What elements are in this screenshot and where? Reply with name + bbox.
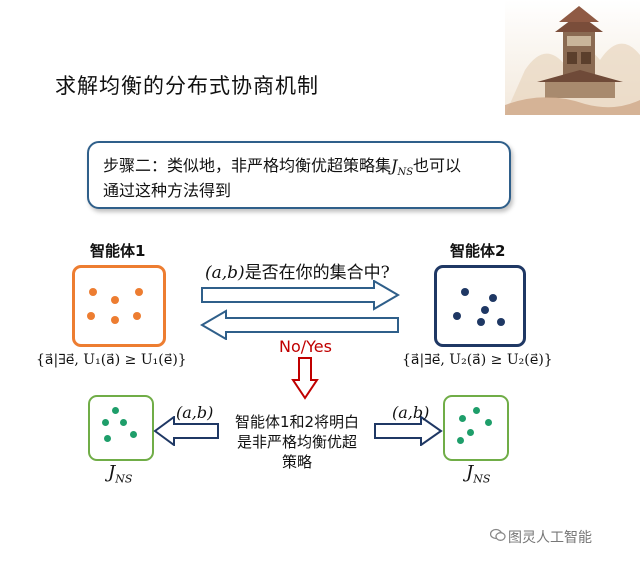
strategy-dot bbox=[89, 288, 97, 296]
result-pair-left: (a,b) bbox=[176, 403, 214, 422]
strategy-dot bbox=[111, 296, 119, 304]
strategy-dot bbox=[133, 312, 141, 320]
step-text-main: 步骤二：类似地，非严格均衡优超策略集 bbox=[103, 156, 392, 175]
strategy-dot bbox=[481, 306, 489, 314]
jns-label-right: JNS bbox=[466, 462, 491, 486]
strategy-dot bbox=[473, 407, 480, 414]
strategy-dot bbox=[477, 318, 485, 326]
query-text: (a,b)是否在你的集合中? bbox=[205, 263, 390, 283]
strategy-dot bbox=[461, 288, 469, 296]
jns-set-box-left bbox=[88, 395, 154, 461]
agent2-strategy-box bbox=[434, 265, 526, 347]
right-arrow-icon bbox=[201, 280, 400, 311]
conclusion-text: 智能体1和2将明白 是非严格均衡优超 策略 bbox=[232, 412, 362, 472]
strategy-dot bbox=[135, 288, 143, 296]
strategy-dot bbox=[467, 429, 474, 436]
strategy-dot bbox=[485, 419, 492, 426]
strategy-dot bbox=[457, 437, 464, 444]
strategy-dot bbox=[497, 318, 505, 326]
jns-set-box-right bbox=[443, 395, 509, 461]
step-text-line-1: 步骤二：类似地，非严格均衡优超策略集JNS也可以 bbox=[103, 152, 461, 178]
step-text-line-2: 通过这种方法得到 bbox=[103, 181, 232, 200]
strategy-dot bbox=[87, 312, 95, 320]
conclusion-line-1: 智能体1和2将明白 bbox=[234, 413, 360, 431]
building-illustration bbox=[505, 0, 640, 115]
conclusion-line-2: 是非严格均衡优超 bbox=[236, 433, 357, 451]
slide-title: 求解均衡的分布式协商机制 bbox=[55, 74, 319, 98]
strategy-dot bbox=[111, 316, 119, 324]
result-pair-right: (a,b) bbox=[392, 403, 430, 422]
reply-label: No/Yes bbox=[279, 337, 332, 356]
step-callout-box: 步骤二：类似地，非严格均衡优超策略集JNS也可以 通过这种方法得到 bbox=[87, 141, 511, 209]
left-arrow-icon bbox=[200, 309, 399, 340]
step-text-suffix: 也可以 bbox=[413, 156, 462, 175]
wechat-icon bbox=[490, 528, 506, 541]
exchange-arrows bbox=[200, 280, 400, 340]
agent1-set-expression: {a⃗|∃e⃗, U₁(a⃗) ≥ U₁(e⃗)} bbox=[36, 352, 187, 368]
strategy-dot bbox=[112, 407, 119, 414]
agent1-label: 智能体1 bbox=[90, 242, 146, 260]
left-result-arrow-icon bbox=[153, 416, 219, 446]
right-result-arrow-icon bbox=[374, 416, 443, 446]
conclusion-line-3: 策略 bbox=[281, 453, 312, 471]
agent1-strategy-box bbox=[72, 265, 166, 347]
jns-label-left: JNS bbox=[108, 462, 133, 486]
strategy-dot bbox=[130, 431, 137, 438]
down-arrow-icon bbox=[291, 357, 319, 400]
agent2-set-expression: {a⃗|∃e⃗, U₂(a⃗) ≥ U₂(e⃗)} bbox=[402, 352, 553, 368]
strategy-dot bbox=[102, 419, 109, 426]
strategy-dot bbox=[104, 435, 111, 442]
watermark-text: 图灵人工智能 bbox=[508, 530, 592, 546]
strategy-dot bbox=[120, 419, 127, 426]
strategy-dot bbox=[453, 312, 461, 320]
strategy-dot bbox=[459, 415, 466, 422]
strategy-dot bbox=[489, 294, 497, 302]
agent2-label: 智能体2 bbox=[450, 242, 506, 260]
jns-symbol-inline: JNS bbox=[391, 156, 414, 179]
